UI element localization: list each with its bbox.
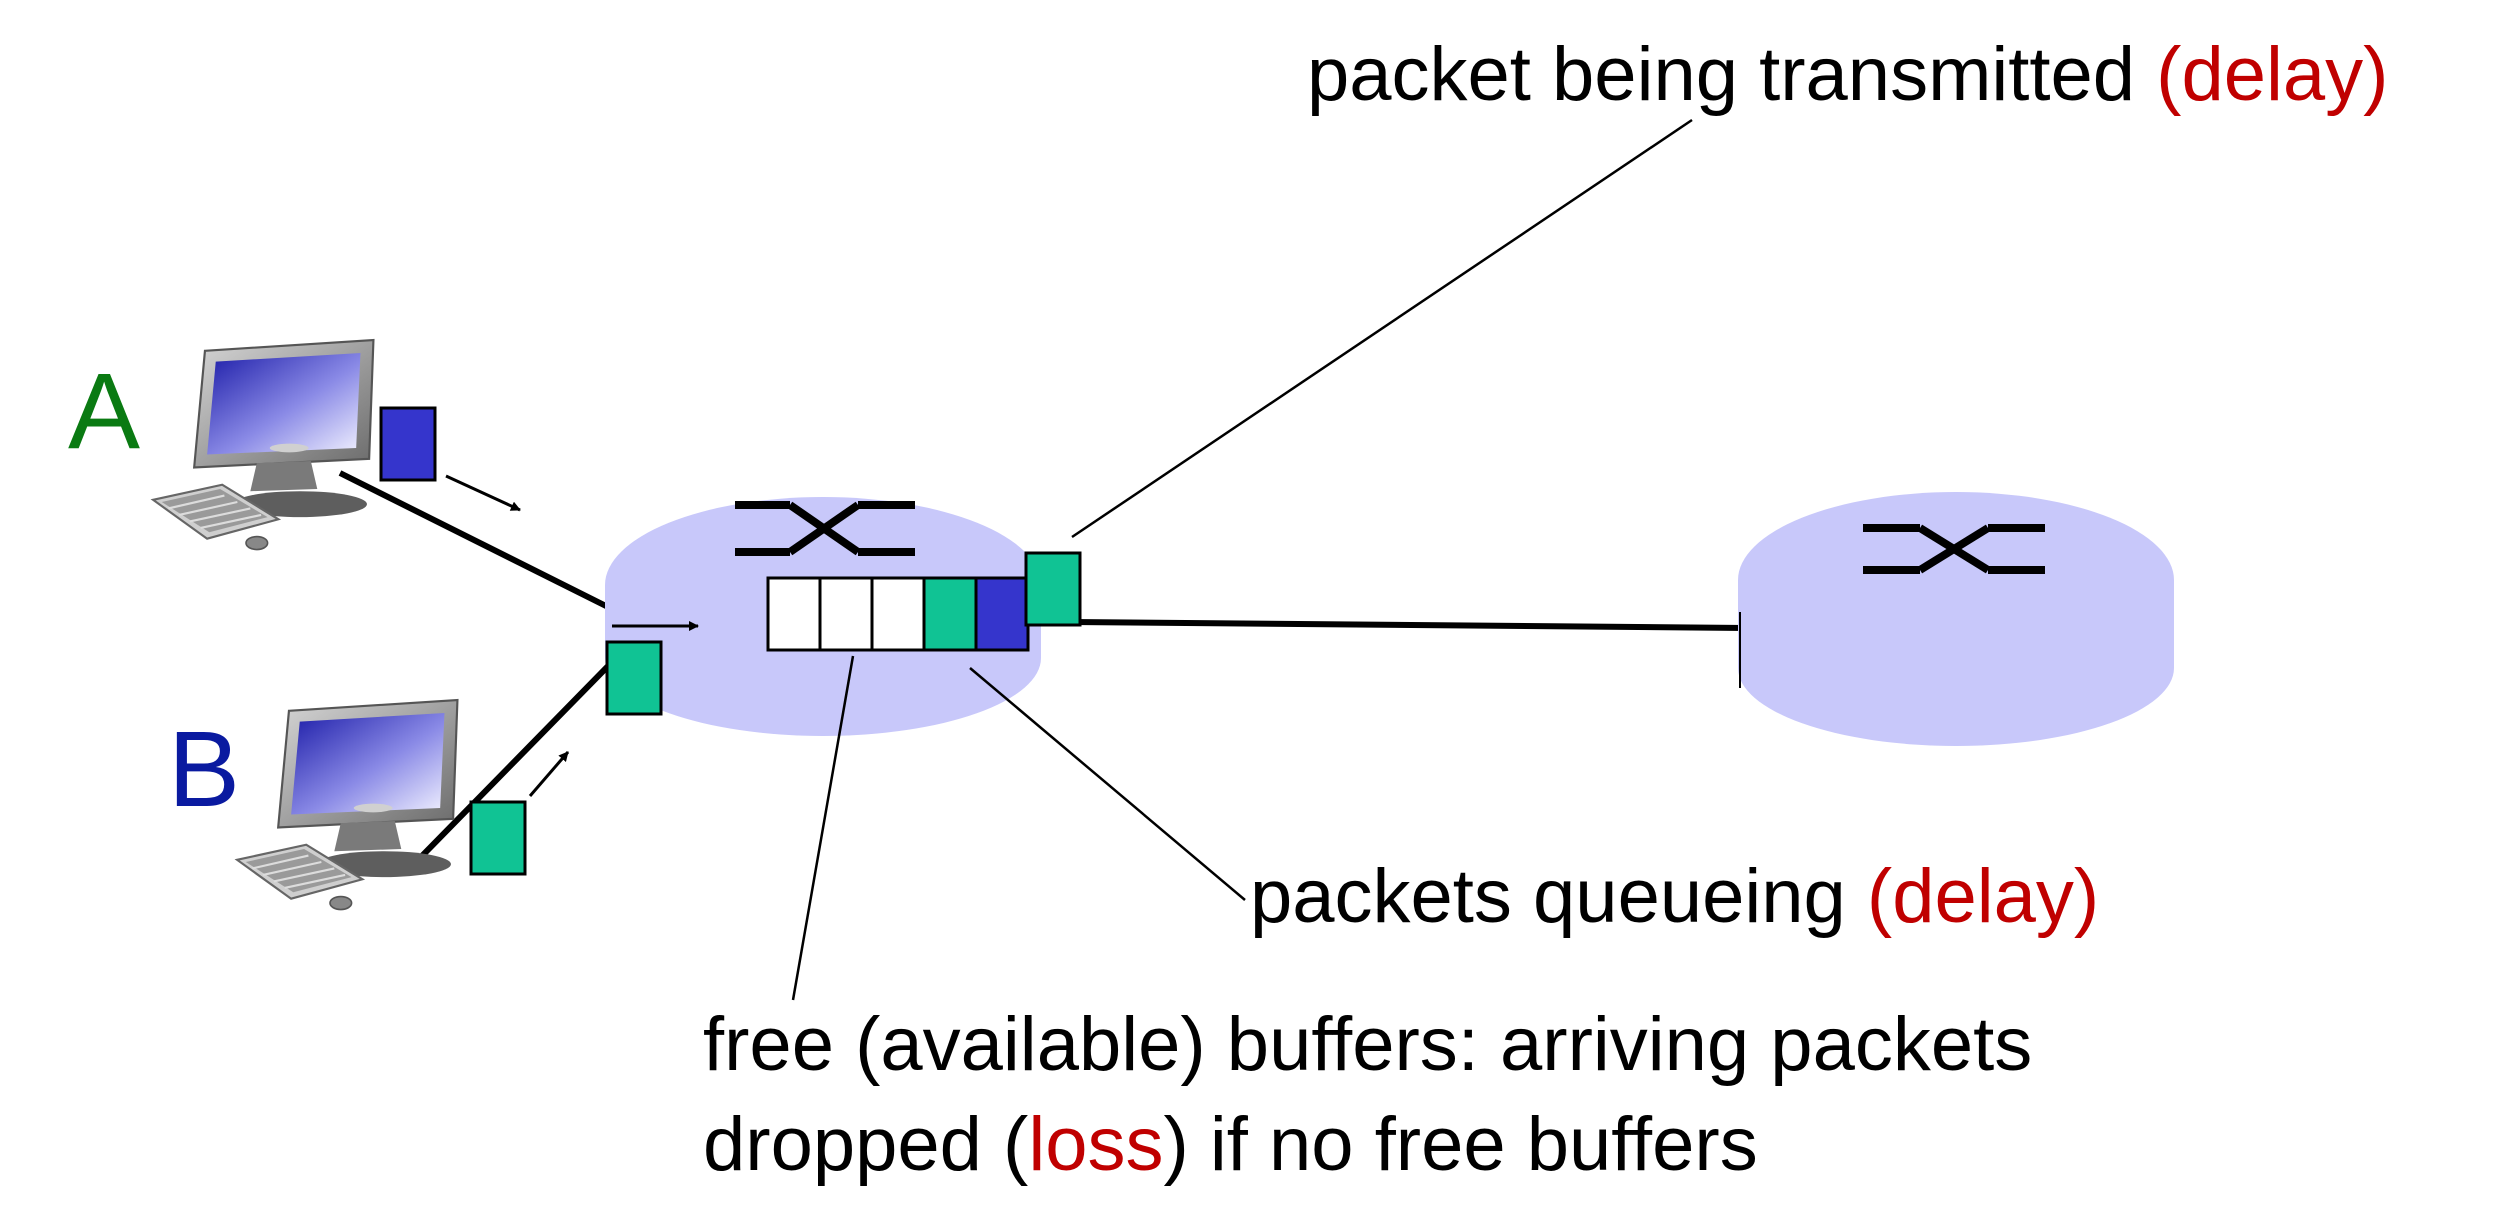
- arrow-icon: [445, 474, 521, 512]
- link-router-router: [1071, 619, 1747, 631]
- router-queue: [766, 576, 1030, 652]
- annotation-buffers-line2-before: dropped (: [703, 1102, 1028, 1187]
- host-b-label: B: [168, 708, 240, 829]
- router-icon: [1738, 492, 2174, 746]
- free-buffer-slot: [766, 576, 822, 652]
- annotation-buffers-line2-accent: loss: [1028, 1102, 1163, 1187]
- annotation-transmitted-text: packet being transmitted: [1307, 32, 2156, 117]
- annotation-buffers-line2-after: ) if no free buffers: [1164, 1102, 1758, 1187]
- router-2-top: [1738, 492, 2174, 668]
- packet-icon: [1024, 551, 1082, 627]
- annotation-queueing-accent: (delay): [1867, 854, 2099, 939]
- callout-line-buffers: [791, 655, 855, 1001]
- link-a-router: [338, 470, 612, 611]
- annotation-transmitted: packet being transmitted (delay): [1307, 32, 2388, 117]
- callout-line-queueing: [969, 667, 1246, 901]
- queued-packet: [922, 576, 978, 652]
- host-a-label: A: [68, 350, 140, 471]
- callout-line-transmitted: [1071, 118, 1693, 539]
- router-2-switch-icon: [1863, 524, 2045, 574]
- annotation-buffers-line2: dropped (loss) if no free buffers: [703, 1102, 1758, 1187]
- packet-icon: [469, 800, 527, 876]
- desktop-computer-icon: [236, 698, 459, 911]
- free-buffer-slot: [818, 576, 874, 652]
- packet-icon: [605, 640, 663, 716]
- router-1-switch-icon: [735, 501, 915, 556]
- annotation-queueing-text: packets queueing: [1250, 854, 1867, 939]
- free-buffer-slot: [870, 576, 926, 652]
- arrow-icon: [528, 751, 570, 797]
- desktop-computer-icon: [152, 338, 375, 551]
- link-b-router: [415, 659, 615, 863]
- packet-icon: [379, 406, 437, 482]
- annotation-buffers-line1: free (available) buffers: arriving packe…: [703, 1002, 2032, 1087]
- annotation-queueing: packets queueing (delay): [1250, 854, 2099, 939]
- annotation-transmitted-accent: (delay): [2156, 32, 2388, 117]
- queued-packet: [974, 576, 1030, 652]
